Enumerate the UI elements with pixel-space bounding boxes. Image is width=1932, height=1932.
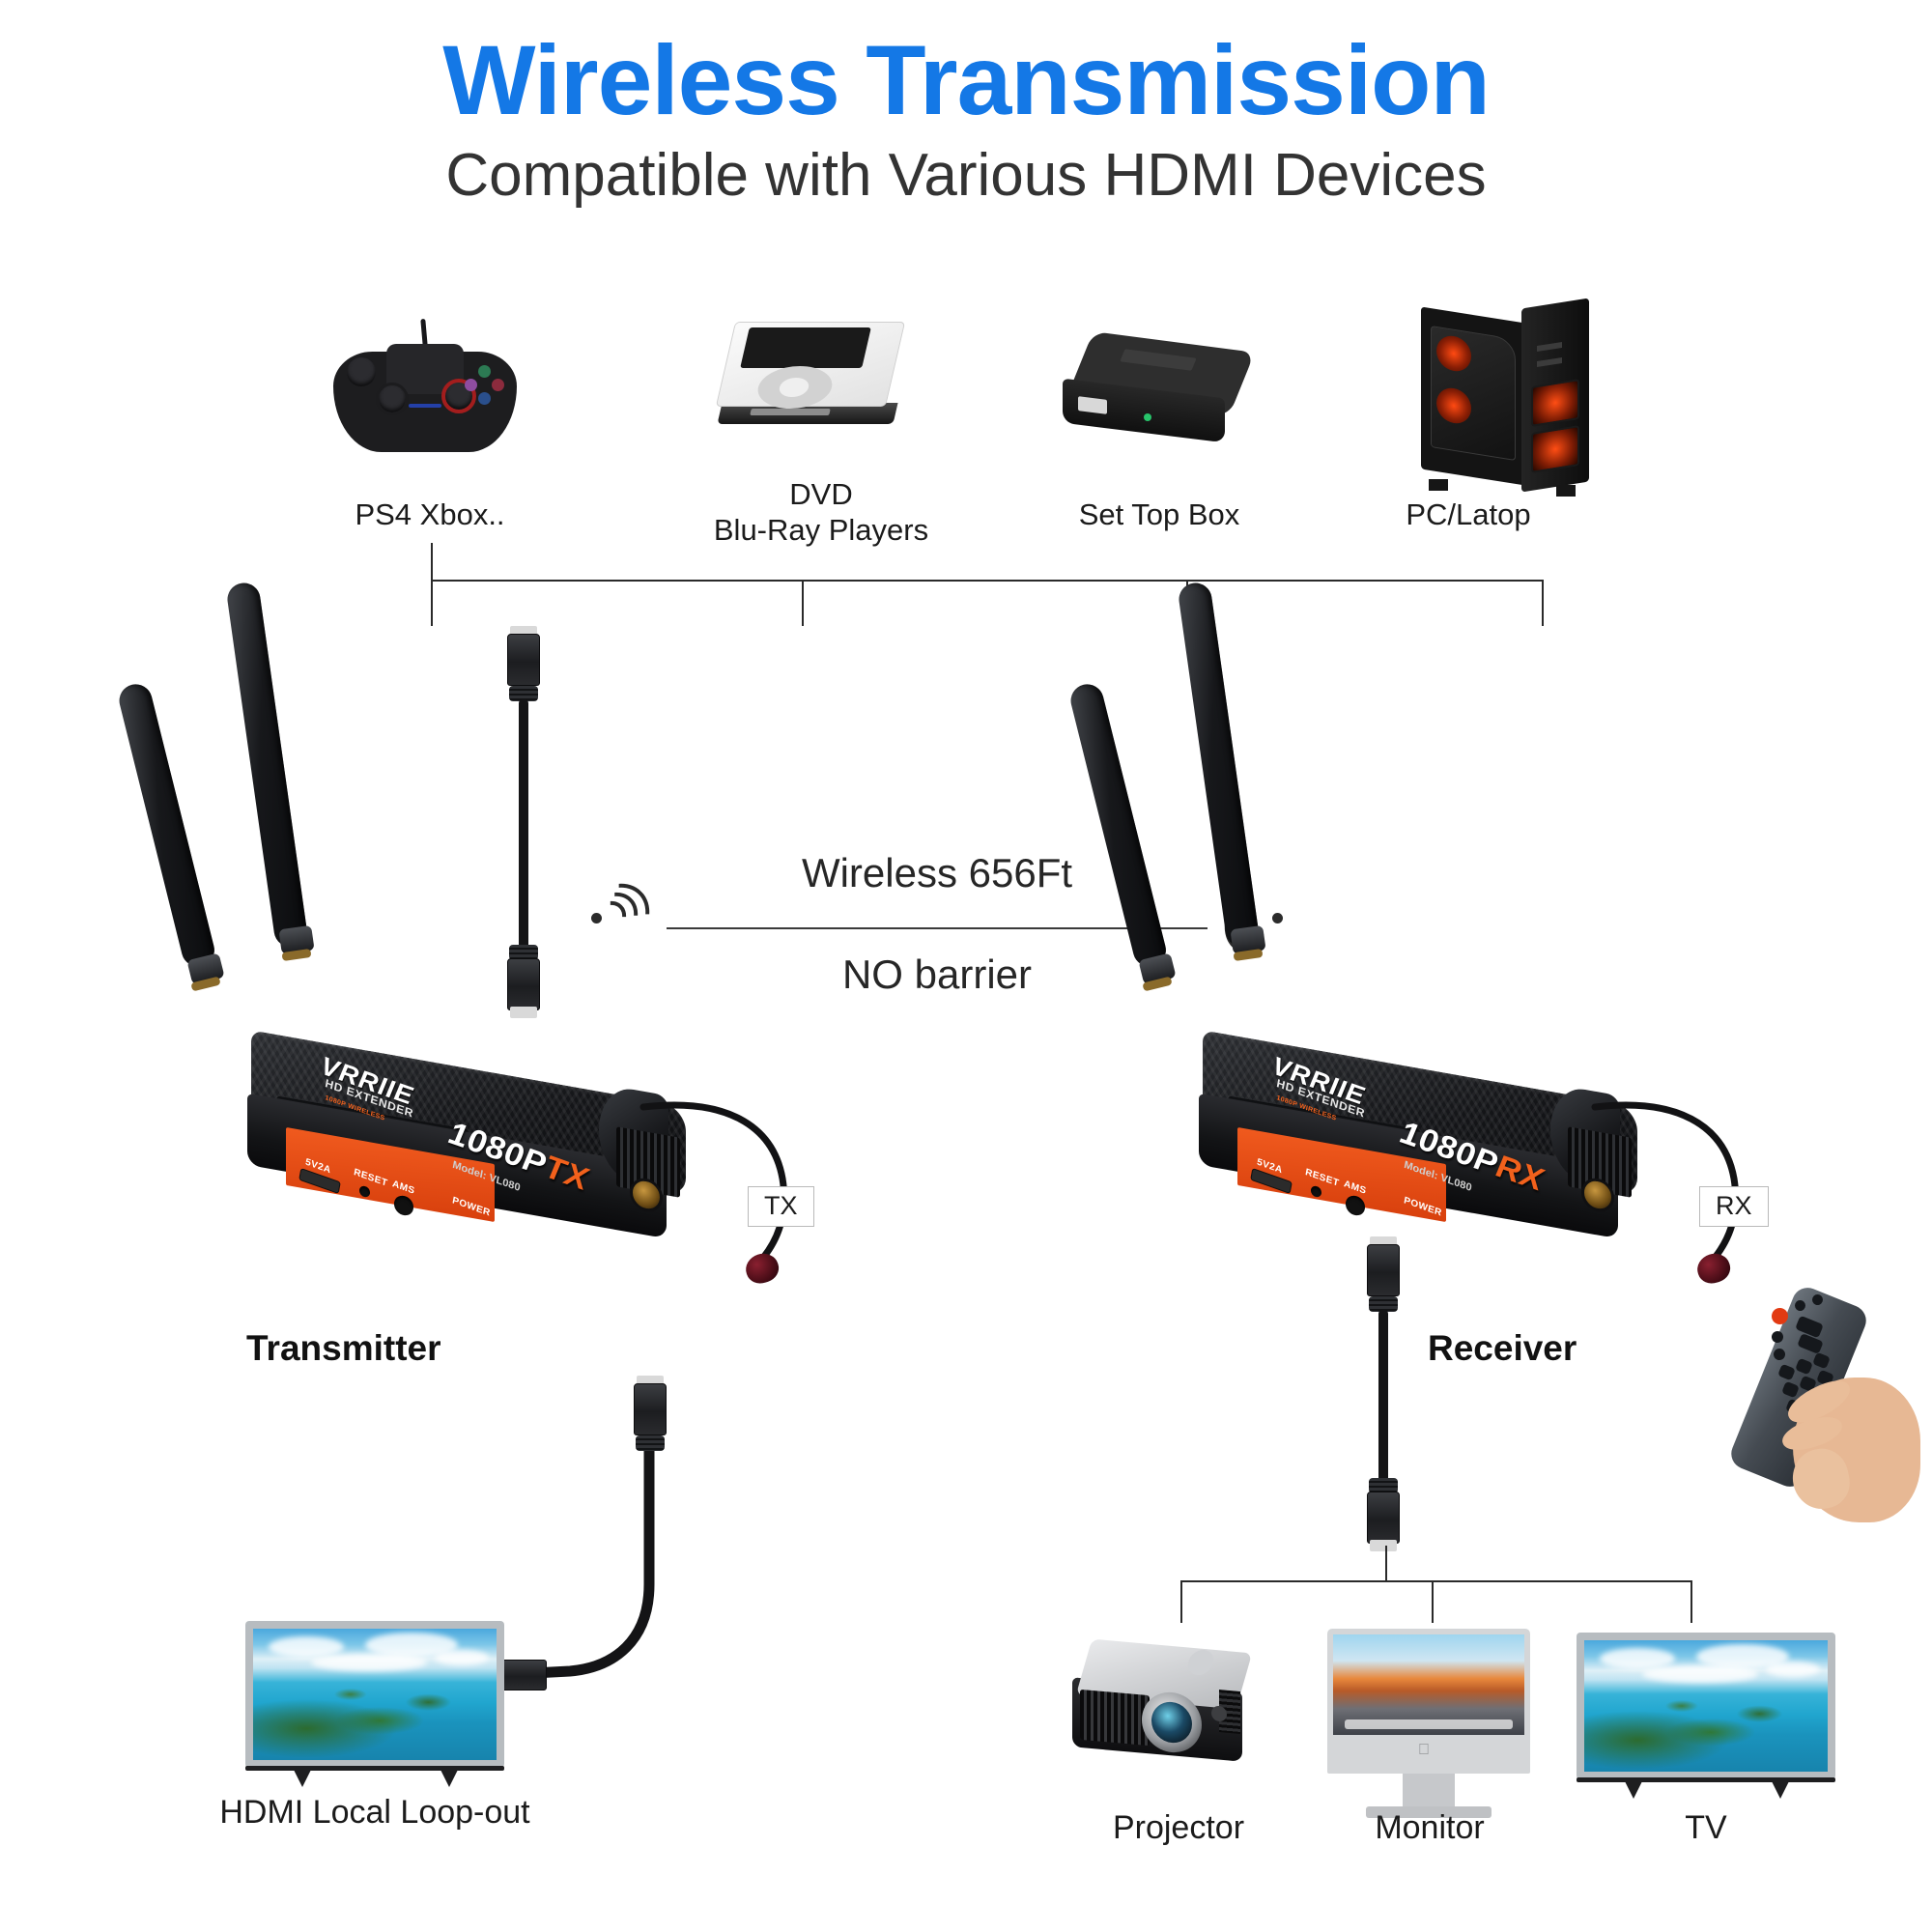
output-bracket-stem-monitor [1432,1580,1434,1623]
loopout-tv-screen [253,1629,497,1760]
pc-tower-icon [1415,298,1608,497]
projector-icon [1072,1638,1256,1768]
bracket-stem-dvd [802,580,804,626]
transmitter-tag: TX [748,1186,814,1227]
loopout-cable [491,1385,655,1681]
tv-screen [1584,1640,1828,1772]
output-bracket-horizontal [1180,1580,1692,1582]
loopout-cable-head-top [634,1383,667,1435]
apple-logo-icon:  [1418,1742,1430,1759]
game-controller-icon [333,318,526,464]
output-bracket-stem-up [1385,1546,1387,1580]
receiver-output-cable [1352,1236,1420,1565]
output-bracket-stem-projector [1180,1580,1182,1623]
dvd-label-line2: Blu-Ray Players [713,512,929,547]
transmitter-device: VRRIIE HD EXTENDER 1080P WIRELESS 1080PT… [115,581,869,1314]
loopout-tv-foot-left [294,1770,311,1787]
receiver-ir-cable [1591,1101,1740,1262]
dvd-label-line1: DVD [789,477,853,511]
loopout-tv-bezel-bottom [245,1766,504,1771]
bracket-horizontal-top [431,580,1542,582]
receiver-name-label: Receiver [1428,1328,1577,1368]
bracket-stem-game [431,580,433,626]
output-bracket-stem-tv [1690,1580,1692,1623]
source-label-pc: PC/Latop [1406,497,1531,531]
source-label-game-console: PS4 Xbox.. [355,497,505,531]
loopout-label: HDMI Local Loop-out [219,1794,530,1831]
monitor-stand-base [1366,1806,1492,1818]
monitor-screen [1333,1634,1524,1735]
output-label-projector: Projector [1112,1809,1245,1846]
wireless-barrier-label: NO barrier [841,952,1033,997]
monitor-dock [1345,1719,1513,1729]
receiver-tag: RX [1699,1186,1769,1227]
output-label-tv: TV [1685,1809,1727,1846]
page-title: Wireless Transmission [442,25,1491,135]
transmitter-antenna-left [115,680,218,971]
ir-remote-in-hand-icon [1726,1283,1932,1526]
tv-foot-left [1625,1781,1642,1799]
page-subtitle: Compatible with Various HDMI Devices [445,142,1487,209]
output-label-monitor: Monitor [1375,1809,1485,1846]
wifi-signal-right-icon [1209,868,1312,971]
bracket-stem-game-up [431,543,433,582]
transmitter-ir-cable [639,1101,788,1262]
wireless-divider [667,927,1208,929]
source-label-set-top-box: Set Top Box [1078,497,1240,531]
receiver-device: VRRIIE HD EXTENDER 1080P WIRELESS 1080PR… [1066,581,1821,1314]
tv-bezel-bottom [1577,1777,1835,1782]
hdmi-input-cable [493,626,560,1032]
loopout-cable-rib-top [636,1435,665,1451]
monitor-stand-neck [1403,1774,1455,1808]
tv-foot-right [1772,1781,1789,1799]
wireless-range-label: Wireless 656Ft [801,850,1073,895]
transmitter-name-label: Transmitter [246,1328,441,1368]
set-top-box-icon [1063,331,1256,454]
bracket-stem-pc [1542,580,1544,626]
wifi-signal-left-icon [562,868,665,971]
source-label-dvd: DVD Blu-Ray Players [667,477,976,548]
loopout-tv-foot-right [440,1770,458,1787]
dvd-player-icon [715,314,913,440]
transmitter-antenna-right [225,581,309,950]
